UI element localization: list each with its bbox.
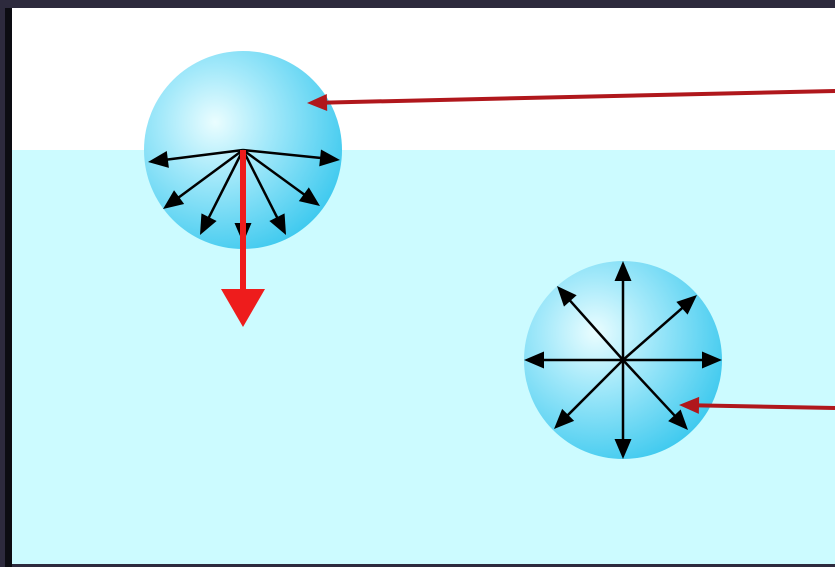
force-arrow-up-right-shaft [622, 306, 684, 361]
pointer-arrow-surface-molecule-shaft [325, 89, 835, 105]
force-arrow-down-right-head [668, 409, 688, 430]
force-arrow-right [623, 351, 722, 369]
pointer-arrow-bulk-molecule-head [679, 396, 700, 414]
net-force-group [221, 150, 265, 327]
force-arrow-down-head [614, 439, 632, 459]
force-arrow-up-left-shaft [568, 299, 624, 361]
force-arrow-up-left [557, 286, 624, 361]
force-arrow-down [614, 360, 632, 459]
pointer-arrow-bulk-molecule-shaft [697, 403, 835, 410]
force-arrow-right-shaft [242, 148, 322, 160]
pointer-arrow-surface-molecule [307, 89, 835, 112]
force-arrow-left [524, 351, 623, 369]
force-arrow-down-left-2-shaft [207, 149, 245, 219]
pointer-arrow-bulk-molecule [679, 396, 835, 414]
force-arrow-down-left-1-head [163, 190, 185, 209]
net-force-arrow-head [221, 289, 265, 327]
force-arrow-down-left-1-shaft [177, 148, 244, 199]
force-arrow-right-head [319, 149, 340, 167]
force-arrow-left-head [524, 351, 544, 369]
force-arrow-left-shaft [166, 148, 244, 161]
pointer-arrows [307, 89, 835, 414]
bulk-molecule-forces [524, 261, 722, 459]
force-arrow-down-right-1 [242, 148, 320, 206]
force-arrow-left-head [148, 151, 169, 168]
force-arrow-down-right-1-head [298, 187, 320, 206]
pointer-arrow-surface-molecule-head [307, 94, 328, 112]
force-arrow-down-left-2 [200, 149, 245, 235]
force-arrow-right-head [702, 351, 722, 369]
force-arrow-up-left-head [557, 286, 577, 307]
left-edge-bar [5, 8, 12, 567]
surface-molecule-forces [148, 148, 340, 243]
net-force-arrow [221, 150, 265, 327]
force-arrow-left [148, 148, 244, 168]
force-arrow-down-left-head [554, 408, 575, 429]
force-arrow-up-right-head [676, 295, 697, 315]
force-arrow-up [614, 261, 632, 360]
force-arrow-down-left [554, 359, 624, 429]
air-region [12, 8, 835, 150]
force-arrow-down-left-1 [163, 148, 244, 209]
force-arrow-down-right-2-head [269, 213, 286, 235]
force-arrow-down-right-2-shaft [241, 149, 279, 219]
force-arrow-down-right-1-shaft [242, 148, 306, 196]
force-arrow-up-head [614, 261, 632, 281]
force-arrow-down-left-2-head [200, 213, 217, 235]
force-arrow-down-right [622, 359, 688, 430]
force-arrow-down-right-2 [241, 149, 286, 235]
force-arrow-right [242, 148, 340, 167]
force-arrow-down-left-shaft [566, 359, 624, 417]
force-arrow-up-right [622, 295, 697, 361]
force-arrow-down-right-shaft [622, 359, 676, 417]
